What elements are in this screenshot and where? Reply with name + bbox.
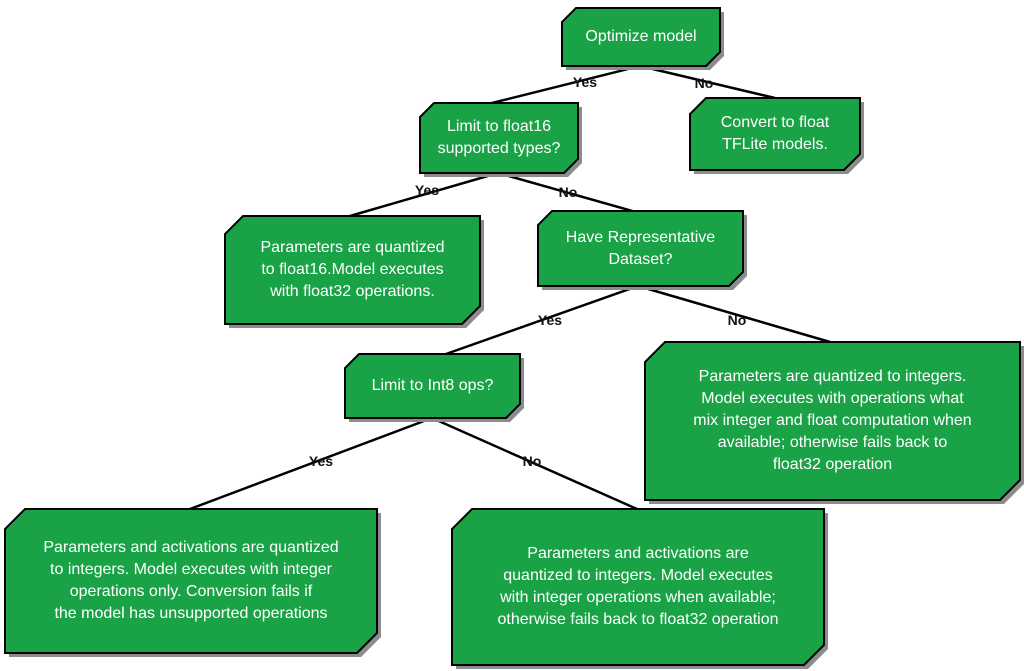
node-shape	[644, 341, 1024, 504]
edge-label-rep-yes: Yes	[537, 312, 563, 328]
edge-optimize-no	[639, 64, 776, 100]
node-int8-fallback-result: Parameters and activations are quantized…	[451, 508, 828, 669]
node-limit-float16-text: Limit to float16 supported types?	[437, 118, 561, 157]
node-body	[561, 7, 721, 67]
node-int8-only-result-text: Parameters and activations are quantized…	[43, 539, 339, 622]
node-shape	[4, 508, 381, 657]
edge-float16-no	[497, 171, 637, 214]
node-float16-result-text: Parameters are quantized to float16.Mode…	[260, 239, 445, 300]
edge-label-optimize-yes: Yes	[572, 74, 598, 90]
node-int8-fallback-result-text: Parameters and activations are quantized…	[497, 545, 779, 628]
node-int8-only-result: Parameters and activations are quantized…	[4, 508, 381, 657]
node-shape	[561, 7, 724, 70]
node-body	[451, 508, 825, 666]
edge-label-int8-no: No	[522, 453, 542, 469]
edge-int8-yes	[189, 416, 433, 511]
node-dynamic-range-result-text: Parameters are quantized to integers. Mo…	[693, 368, 972, 473]
node-float16-result: Parameters are quantized to float16.Mode…	[224, 215, 484, 328]
node-body	[224, 215, 481, 325]
edge-label-optimize-no: No	[694, 75, 714, 91]
edge-label-float16-yes: Yes	[414, 182, 440, 198]
node-representative-dataset-text: Have Representative Dataset?	[565, 228, 716, 268]
edge-optimize-yes	[487, 64, 641, 106]
node-optimize-model-text: Optimize model	[585, 28, 697, 45]
node-shape	[451, 508, 828, 669]
node-representative-dataset: Have Representative Dataset?	[537, 210, 747, 290]
node-shape	[419, 102, 582, 177]
node-optimize-model: Optimize model	[561, 7, 724, 70]
edge-float16-yes	[349, 171, 499, 218]
edge-int8-no	[431, 416, 638, 511]
node-shape	[689, 97, 864, 174]
node-body	[344, 353, 521, 419]
node-limit-float16: Limit to float16 supported types?	[419, 102, 582, 177]
node-shape	[537, 210, 747, 290]
node-body	[4, 508, 378, 654]
node-dynamic-range-result: Parameters are quantized to integers. Mo…	[644, 341, 1024, 504]
node-limit-int8: Limit to Int8 ops?	[344, 353, 524, 422]
node-shape	[344, 353, 524, 422]
node-body	[537, 210, 744, 287]
node-convert-float-text: Convert to float TFLite models.	[720, 114, 830, 153]
node-body	[419, 102, 579, 174]
edge-rep-no	[637, 284, 831, 344]
node-body	[689, 97, 861, 171]
edge-rep-yes	[445, 284, 639, 356]
edge-label-float16-no: No	[558, 184, 578, 200]
node-limit-int8-text: Limit to Int8 ops?	[371, 377, 494, 394]
edge-label-rep-no: No	[727, 312, 747, 328]
edge-label-int8-yes: Yes	[308, 453, 334, 469]
node-convert-float: Convert to float TFLite models.	[689, 97, 864, 174]
node-body	[644, 341, 1021, 501]
node-shape	[224, 215, 484, 328]
